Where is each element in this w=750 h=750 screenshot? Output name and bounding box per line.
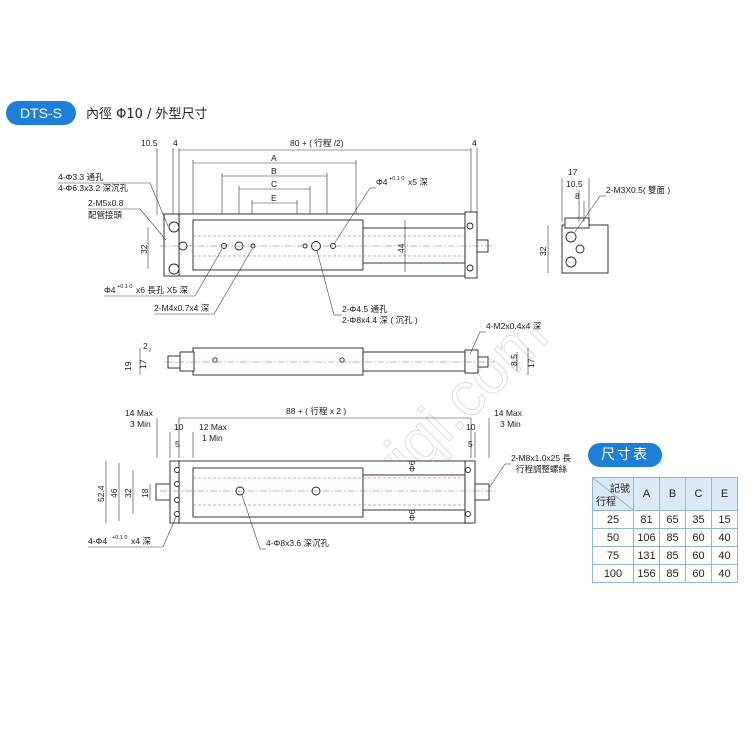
value-cell: 60: [685, 528, 712, 547]
bottom-max-right: 14 Max: [494, 408, 523, 418]
dim-4-right: 4: [472, 138, 477, 148]
front-view: 2 19 17 8.5 17 4-M2x0.4x4 深: [123, 321, 542, 376]
bottom-1-min: 1 Min: [202, 433, 223, 443]
value-cell: 156: [633, 564, 660, 583]
side-dim-32: 32: [538, 246, 548, 256]
dimension-table-title: 尺寸表: [588, 443, 662, 467]
callout-counterbore: 4-Φ6.3x3.2 深沉孔: [58, 183, 129, 193]
value-cell: 81: [633, 510, 660, 529]
side-dim-17: 17: [568, 167, 578, 177]
corner-label-mark: 記號: [610, 484, 630, 495]
table-row: 50 106 85 60 40: [592, 528, 738, 547]
front-dim-19: 19: [123, 361, 133, 371]
value-cell: 131: [633, 546, 660, 565]
table-row: 75 131 85 60 40: [592, 546, 738, 565]
side-dim-10-5: 10.5: [566, 179, 583, 189]
callout-pin-hole: Φ4: [376, 177, 388, 187]
table-header-row: 記號 行程 A B C E: [592, 477, 738, 511]
value-cell: 85: [659, 546, 686, 565]
model-badge: DTS-S: [6, 101, 76, 125]
dim-44: 44: [396, 243, 406, 253]
top-view: 10.5 4 80 + ( 行程 /2) 4 A B C E 32 44: [58, 138, 495, 325]
callout-adjust-note: 行程調整螺絲: [516, 464, 568, 474]
value-cell: 106: [633, 528, 660, 547]
bottom-dim-32: 32: [123, 488, 133, 498]
front-dim-8-5: 8.5: [509, 354, 519, 366]
corner-label-stroke: 行程: [596, 497, 616, 508]
col-header-A: A: [633, 477, 660, 511]
value-cell: 40: [711, 546, 738, 565]
front-dim-17-right: 17: [526, 358, 536, 368]
bottom-dim-10-right: 10: [466, 422, 476, 432]
value-cell: 65: [659, 510, 686, 529]
table-corner-cell: 記號 行程: [592, 477, 634, 511]
col-header-C: C: [685, 477, 712, 511]
stroke-cell: 25: [592, 510, 634, 529]
callout-pin-tol: +0.1 0: [112, 535, 127, 541]
value-cell: 85: [659, 564, 686, 583]
callout-port: 2-M5x0.8: [88, 198, 124, 208]
front-dim-2: 2: [143, 341, 148, 351]
corner-diagonal: [593, 478, 633, 510]
callout-pin-depth: x4 深: [131, 536, 151, 546]
bottom-dim-10: 10: [174, 422, 184, 432]
value-cell: 40: [711, 528, 738, 547]
callout-pin: 4-Φ4: [88, 536, 107, 546]
dim-B: B: [271, 166, 277, 176]
value-cell: 85: [659, 528, 686, 547]
callout-slot-hole-tol: +0.1 0: [117, 284, 132, 290]
bottom-dim-88: 88 + ( 行程 x 2 ): [286, 406, 346, 416]
front-callout: 4-M2x0.4x4 深: [486, 321, 542, 331]
page-subtitle: 內徑 Φ10 / 外型尺寸: [86, 107, 208, 122]
bottom-dim-5: 5: [175, 439, 180, 449]
dim-E: E: [271, 193, 277, 203]
side-callout: 2-M3X0.5( 雙面 ): [606, 185, 670, 195]
callout-tap: 2-M4x0.7x4 深: [154, 303, 210, 313]
callout-hole-8: 2-Φ8x4.4 深 ( 沉孔 ): [342, 315, 418, 325]
callout-adjust-screw: 2-M8x1.0x25 長: [511, 453, 571, 463]
callout-hole-4-5: 2-Φ4.5 通孔: [342, 304, 388, 314]
stroke-cell: 100: [592, 564, 634, 583]
col-header-B: B: [659, 477, 686, 511]
stroke-cell: 75: [592, 546, 634, 565]
dim-80-stroke: 80 + ( 行程 /2): [290, 138, 344, 148]
bottom-dim-52-4: 52.4: [96, 485, 106, 502]
dim-4-left: 4: [173, 138, 178, 148]
dim-10-5: 10.5: [141, 138, 158, 148]
dim-A: A: [271, 153, 277, 163]
dim-C: C: [271, 179, 277, 189]
value-cell: 60: [685, 546, 712, 565]
callout-thru-hole: 4-Φ3.3 通孔: [58, 172, 104, 182]
dimension-table: 記號 行程 A B C E 25 81 65 35 15 50 106 85 6…: [592, 477, 738, 583]
side-dim-8: 8: [575, 191, 580, 201]
value-cell: 40: [711, 564, 738, 583]
callout-slot-hole-depth: x6 長孔 X5 深: [136, 285, 188, 295]
value-cell: 15: [711, 510, 738, 529]
dim-32: 32: [139, 244, 149, 254]
bottom-dim-46: 46: [109, 488, 119, 498]
callout-cbore: 4-Φ8x3.6 深沉孔: [266, 538, 329, 548]
callout-port-note: 配管接頭: [88, 210, 123, 220]
callout-slot-hole: Φ4: [104, 285, 116, 295]
table-row: 25 81 65 35 15: [592, 510, 738, 529]
col-header-E: E: [711, 477, 738, 511]
stroke-cell: 50: [592, 528, 634, 547]
bottom-dim-5-right: 5: [468, 439, 473, 449]
callout-pin-hole-depth: x5 深: [408, 177, 428, 187]
side-view: 17 10.5 8 32 2-M3X0.5( 雙面 ): [538, 167, 670, 274]
bottom-view: 14 Max 3 Min 88 + ( 行程 x 2 ) 14 Max 3 Mi…: [88, 406, 571, 550]
value-cell: 60: [685, 564, 712, 583]
bottom-min-right: 3 Min: [500, 419, 521, 429]
bottom-dim-18: 18: [140, 488, 150, 498]
bottom-phi6-top: Φ6: [407, 460, 417, 472]
front-dim-17: 17: [138, 359, 148, 369]
bottom-phi6-bottom: Φ6: [407, 509, 417, 521]
value-cell: 35: [685, 510, 712, 529]
table-row: 100 156 85 60 40: [592, 564, 738, 583]
bottom-min-left: 3 Min: [130, 419, 151, 429]
bottom-max-left: 14 Max: [125, 408, 154, 418]
bottom-12-max: 12 Max: [199, 422, 228, 432]
callout-pin-hole-tol: +0.1 0: [389, 176, 404, 182]
